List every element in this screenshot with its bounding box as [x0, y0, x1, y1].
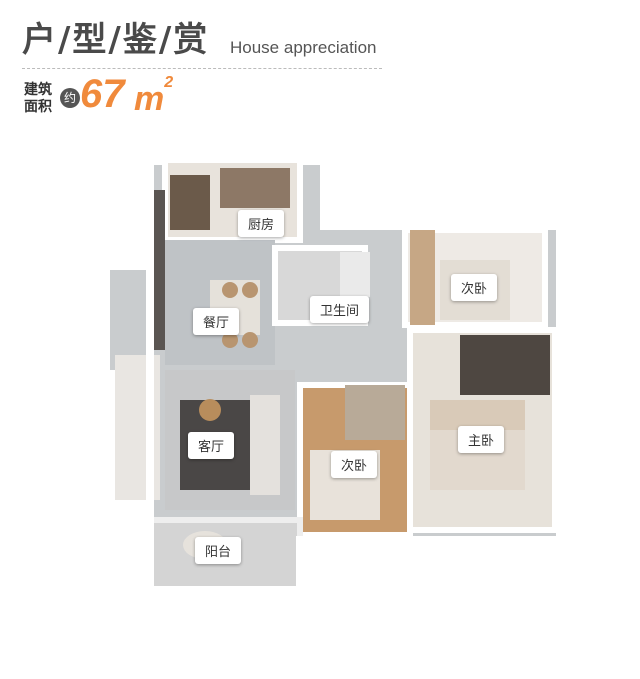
area-unit: m2 — [134, 74, 174, 118]
living-sofa — [250, 395, 280, 495]
dining-chair — [242, 332, 258, 348]
divider — [22, 68, 382, 69]
dining-chair — [222, 282, 238, 298]
page-subtitle: House appreciation — [230, 38, 377, 57]
room-label-balcony: 阳台 — [195, 537, 242, 564]
bath-vanity — [340, 252, 370, 297]
room-label-dining: 餐厅 — [193, 308, 240, 335]
bedroom-2-wardrobe — [410, 230, 435, 325]
room-label-living: 客厅 — [188, 432, 235, 459]
room-label-bedroom-2: 次卧 — [451, 274, 498, 301]
room-label-bathroom: 卫生间 — [310, 296, 370, 323]
approx-badge: 约 — [60, 88, 80, 108]
ottoman — [199, 399, 221, 421]
room-label-bedroom-3: 次卧 — [331, 451, 378, 478]
kitchen-cabinet — [170, 175, 210, 230]
bedroom-3-wardrobe — [345, 385, 405, 440]
outer-wall — [146, 165, 564, 594]
master-wardrobe — [460, 335, 550, 395]
kitchen-counter — [220, 168, 290, 208]
room-label-kitchen: 厨房 — [238, 210, 285, 237]
dining-chair — [242, 282, 258, 298]
floor-plan: 厨房 餐厅 卫生间 次卧 主卧 客厅 次卧 阳台 — [0, 130, 640, 675]
page-header: 户/型/鉴/赏 House appreciation 建筑面积 约 67 m2 — [22, 18, 622, 118]
area-label: 建筑面积 — [24, 82, 52, 115]
master-pillows — [430, 400, 525, 430]
dining-chair — [222, 332, 238, 348]
floor-plan-illustration — [110, 157, 564, 594]
page-title: 户/型/鉴/赏 — [22, 20, 210, 60]
room-label-master: 主卧 — [458, 426, 505, 453]
area-value: 67 — [80, 72, 125, 116]
